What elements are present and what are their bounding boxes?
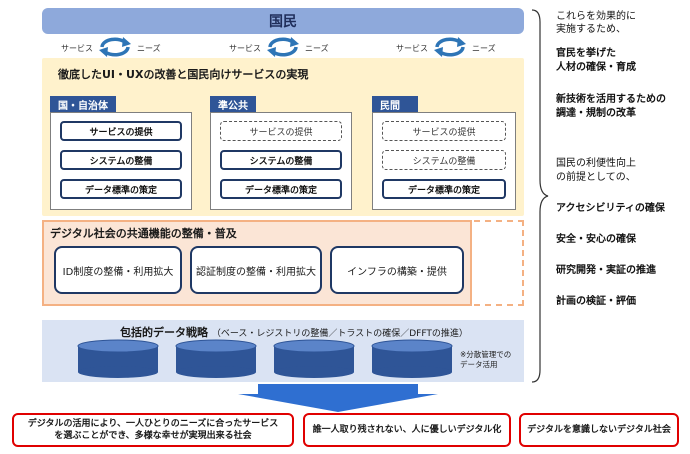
right-item: 調達・規制の改革 bbox=[556, 108, 636, 119]
database-icons bbox=[77, 339, 453, 378]
citizens-bar: 国民 bbox=[42, 8, 524, 34]
common-function-box: 認証制度の整備・利用拡大 bbox=[190, 246, 322, 294]
needs-label: ニーズ bbox=[472, 44, 496, 53]
column-item: データ標準の策定 bbox=[220, 179, 342, 199]
service-label: サービス bbox=[396, 44, 428, 53]
column-item: システムの整備 bbox=[220, 150, 342, 170]
needs-label: ニーズ bbox=[305, 44, 329, 53]
database-cylinder bbox=[175, 339, 257, 378]
right-item: 安全・安心の確保 bbox=[556, 234, 636, 245]
cycle-arrows-icon bbox=[434, 37, 466, 57]
brace-icon bbox=[531, 9, 549, 383]
ui-ux-title: 徹底したUI・UXの改善と国民向けサービスの実現 bbox=[58, 68, 309, 81]
column-header: 国・自治体 bbox=[50, 96, 116, 112]
right-item: 研究開発・実証の推進 bbox=[556, 265, 656, 276]
data-strategy-title: 包括的データ戦略 （ベース・レジストリの整備／トラストの確保／DFFTの推進） bbox=[120, 324, 468, 340]
cycle-arrows-icon bbox=[267, 37, 299, 57]
down-arrow-icon bbox=[238, 384, 438, 412]
goal-line: を選ぶことができ、多様な幸せが実現出来る社会 bbox=[54, 431, 252, 441]
column-item: システムの整備 bbox=[60, 150, 182, 170]
column-box bbox=[210, 112, 352, 210]
note-line: ※分散管理での bbox=[460, 350, 512, 359]
note-line: データ活用 bbox=[460, 360, 498, 369]
distributed-note: ※分散管理での データ活用 bbox=[460, 350, 511, 370]
goal-box-no-one-left: 誰一人取り残されない、人に優しいデジタル化 bbox=[303, 413, 511, 447]
column-item: サービスの提供 bbox=[60, 121, 182, 141]
database-cylinder bbox=[371, 339, 453, 378]
goal-box-invisible-digital: デジタルを意識しないデジタル社会 bbox=[519, 413, 679, 447]
right-intro: これらを効果的に bbox=[556, 11, 636, 22]
needs-label: ニーズ bbox=[137, 44, 161, 53]
column-item: データ標準の策定 bbox=[382, 179, 506, 199]
column-box bbox=[372, 112, 516, 210]
column-item: サービスの提供 bbox=[382, 121, 506, 141]
goal-box-diverse-happiness: デジタルの活用により、一人ひとりのニーズに合ったサービス を選ぶことができ、多様… bbox=[12, 413, 294, 447]
right-intro: 実施するため、 bbox=[556, 24, 626, 35]
column-header: 民間 bbox=[372, 96, 418, 112]
right-item: 人材の確保・育成 bbox=[556, 62, 636, 73]
common-functions-title: デジタル社会の共通機能の整備・普及 bbox=[50, 227, 237, 240]
common-function-box: インフラの構築・提供 bbox=[330, 246, 464, 294]
data-strategy-subtitle: （ベース・レジストリの整備／トラストの確保／DFFTの推進） bbox=[211, 329, 468, 339]
goal-line: デジタルの活用により、一人ひとりのニーズに合ったサービス bbox=[27, 419, 279, 429]
common-function-box: ID制度の整備・利用拡大 bbox=[54, 246, 182, 294]
column-header: 準公共 bbox=[210, 96, 256, 112]
right-intro: 国民の利便性向上 bbox=[556, 158, 636, 169]
citizens-label: 国民 bbox=[269, 14, 297, 30]
right-intro: の前提としての、 bbox=[556, 172, 636, 183]
database-cylinder bbox=[273, 339, 355, 378]
column-box bbox=[50, 112, 192, 210]
right-item: 官民を挙げた bbox=[556, 48, 616, 59]
common-functions-extension bbox=[474, 220, 524, 306]
column-item: サービスの提供 bbox=[220, 121, 342, 141]
service-label: サービス bbox=[229, 44, 261, 53]
data-strategy-heading: 包括的データ戦略 bbox=[120, 326, 208, 339]
service-label: サービス bbox=[61, 44, 93, 53]
column-item: システムの整備 bbox=[382, 150, 506, 170]
cycle-arrows-icon bbox=[99, 37, 131, 57]
right-item: 計画の検証・評価 bbox=[556, 296, 636, 307]
right-item: 新技術を活用するための bbox=[556, 94, 666, 105]
column-item: データ標準の策定 bbox=[60, 179, 182, 199]
right-item: アクセシビリティの確保 bbox=[556, 203, 665, 214]
database-cylinder bbox=[77, 339, 159, 378]
